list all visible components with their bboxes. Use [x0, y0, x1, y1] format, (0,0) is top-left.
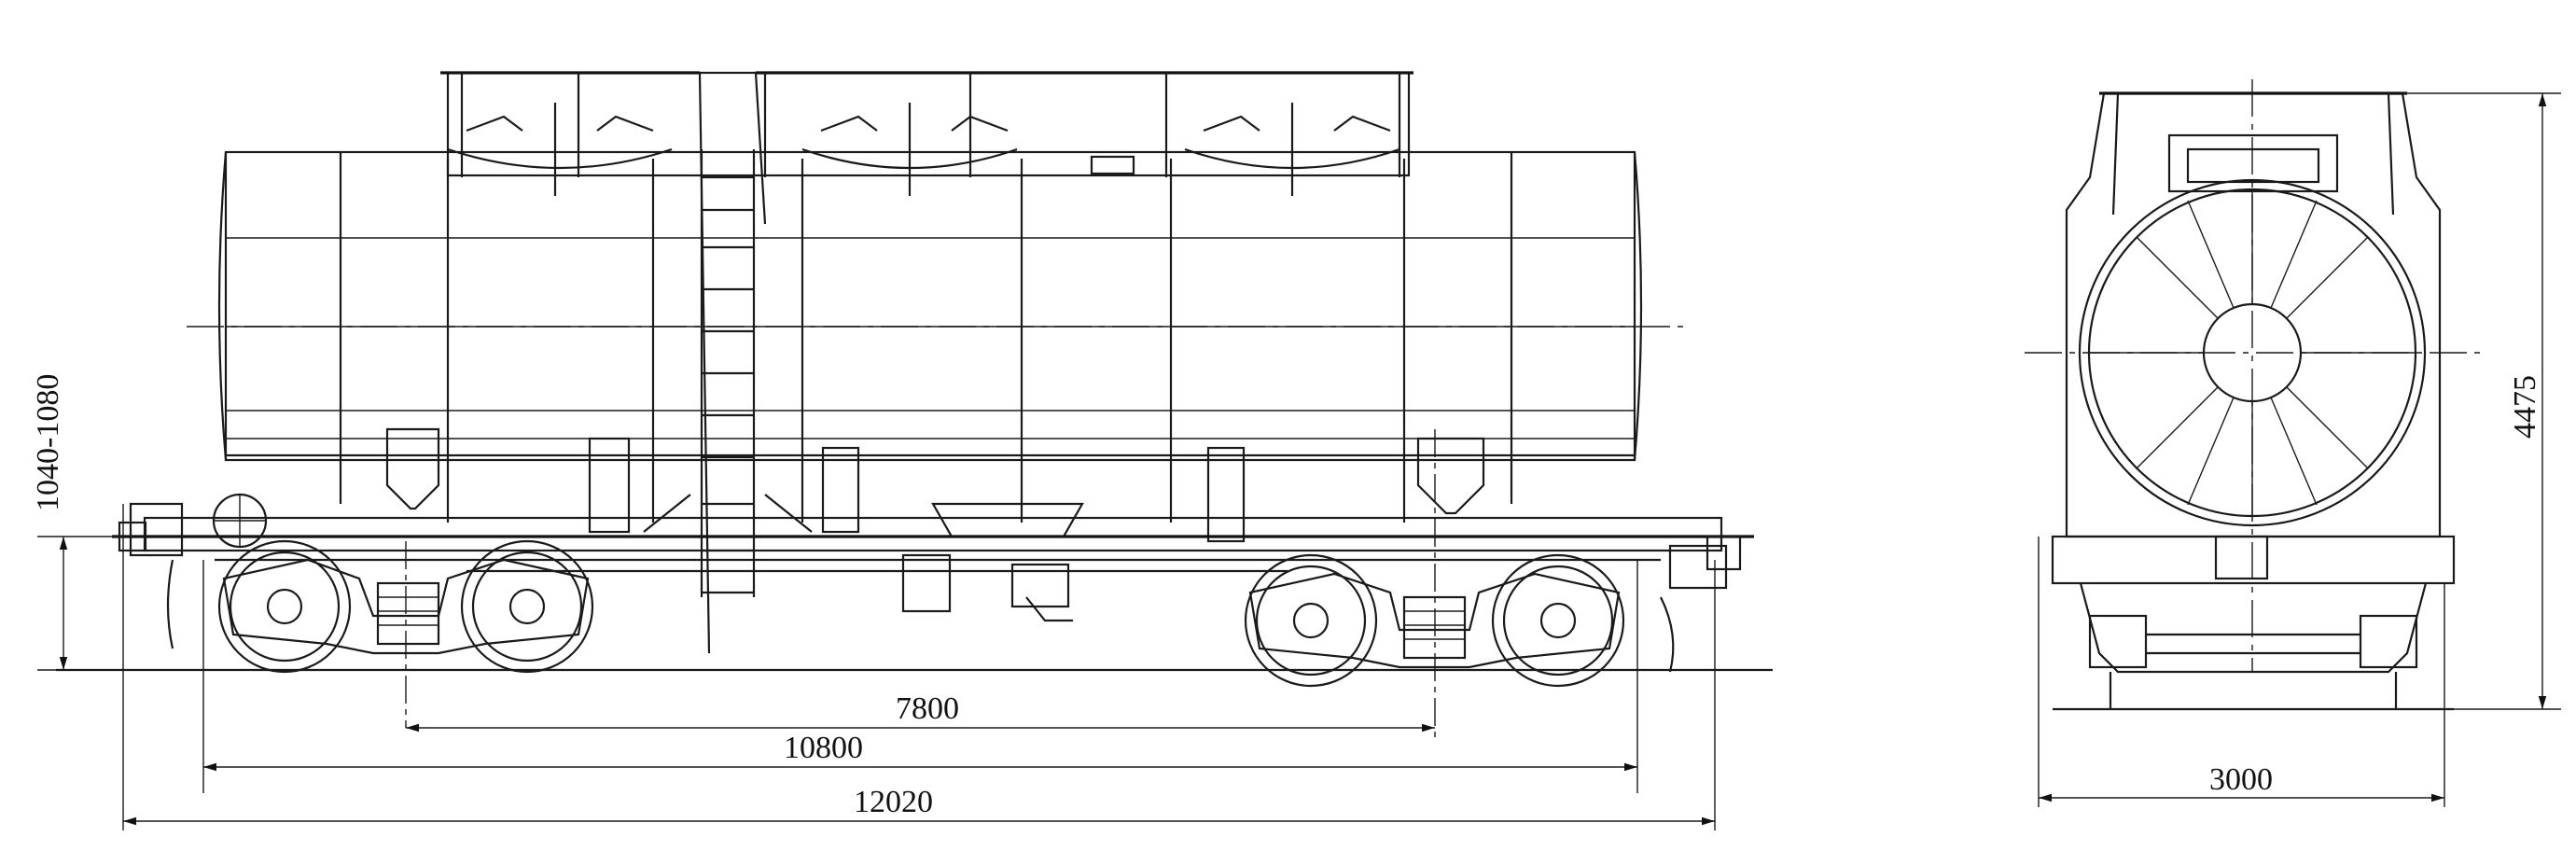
bogie-left [217, 539, 594, 728]
dim-3000-label: 3000 [2209, 762, 2273, 797]
bogie-right [1244, 429, 1625, 737]
underframe [112, 493, 1754, 673]
dim-3000: 3000 [2038, 537, 2445, 807]
coupler-left [118, 502, 184, 649]
end-view: 4475 3000 [2025, 79, 2561, 807]
ladder [700, 149, 756, 597]
dim-12020-label: 12020 [854, 785, 933, 819]
dim-7800-label: 7800 [896, 691, 959, 726]
dim-7800: 7800 [406, 691, 1435, 732]
dim-4475-label: 4475 [2508, 375, 2542, 439]
top-railing [440, 71, 1413, 654]
dim-1040-1080: 1040-1080 [31, 374, 121, 671]
dim-12020: 12020 [122, 504, 1716, 830]
hand-brake-wheel [212, 493, 268, 549]
dim-4475: 4475 [2402, 92, 2561, 710]
hopper-brackets [385, 427, 1485, 543]
dim-10800-label: 10800 [784, 731, 863, 765]
tank-body [187, 150, 1689, 523]
dim-10800: 10800 [202, 560, 1638, 793]
coupler-right [1660, 535, 1742, 673]
side-view: 7800 10800 12020 1040-1080 [31, 71, 1773, 830]
dim-1040-1080-label: 1040-1080 [31, 374, 65, 511]
tank-end [2025, 79, 2482, 672]
